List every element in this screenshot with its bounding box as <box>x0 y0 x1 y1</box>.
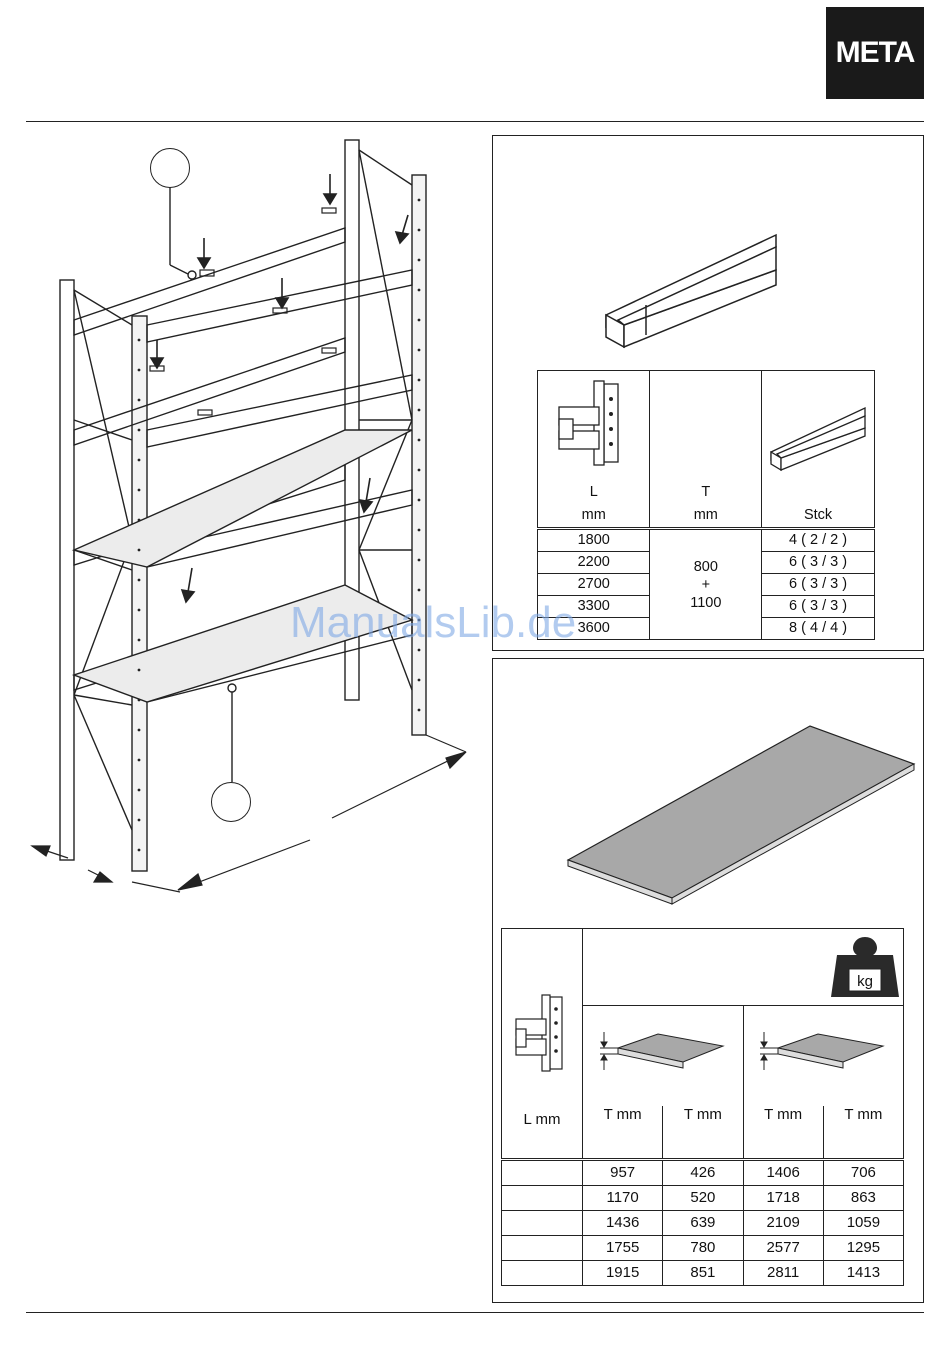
value-cell: 1170 <box>583 1186 663 1211</box>
length-cell <box>502 1236 583 1261</box>
header-quantity: Stck <box>762 371 875 529</box>
depth-cell: 800 + 1100 <box>650 529 762 640</box>
header-cell: T mm <box>583 1106 663 1160</box>
header-cell: T mm <box>743 1106 823 1160</box>
value-cell: 1406 <box>743 1160 823 1186</box>
header-length-unit: mm <box>538 504 649 527</box>
length-header-label: L mm <box>502 1111 582 1158</box>
header-length-label: L <box>538 481 649 504</box>
beam-illustration <box>596 225 786 355</box>
quantity-cell: 6 ( 3 / 3 ) <box>762 596 875 618</box>
value-cell: 1718 <box>743 1186 823 1211</box>
chipboard-illustration <box>560 720 920 910</box>
value-cell: 1295 <box>823 1236 903 1261</box>
beam-quantity-table: L mm T mm Stck 1800 800 + 1100 4 <box>537 370 875 640</box>
footer-rule <box>26 1312 924 1313</box>
weight-icon: kg <box>829 931 901 1003</box>
table-row: 1915 851 2811 1413 <box>502 1261 904 1286</box>
length-cell <box>502 1261 583 1286</box>
value-cell: 957 <box>583 1160 663 1186</box>
front-left-upright <box>60 280 74 860</box>
table-row: 957 426 1406 706 <box>502 1160 904 1186</box>
upright-beam-icon <box>554 379 634 467</box>
shelf-thickness-icon-a <box>598 1024 728 1084</box>
value-cell: 2577 <box>743 1236 823 1261</box>
length-cell: 2200 <box>538 552 650 574</box>
header-depth: T mm <box>650 371 762 529</box>
table-row: 1170 520 1718 863 <box>502 1186 904 1211</box>
header-cell: T mm <box>663 1106 743 1160</box>
value-cell: 1755 <box>583 1236 663 1261</box>
shelf-panel-upper <box>74 430 412 567</box>
length-cell <box>502 1211 583 1236</box>
value-cell: 2811 <box>743 1261 823 1286</box>
header-length: L mm <box>538 371 650 529</box>
value-cell: 520 <box>663 1186 743 1211</box>
value-cell: 851 <box>663 1261 743 1286</box>
value-cell: 1436 <box>583 1211 663 1236</box>
depth-value-b: 1100 <box>650 594 761 612</box>
shelf-thickness-icon-b <box>758 1024 888 1084</box>
header-cell: T mm <box>823 1106 903 1160</box>
table-row: 1436 639 2109 1059 <box>502 1211 904 1236</box>
value-cell: 2109 <box>743 1211 823 1236</box>
load-capacity-table: L mm kg T mm T mm T <box>501 928 904 1286</box>
table-row: 1755 780 2577 1295 <box>502 1236 904 1261</box>
value-cell: 863 <box>823 1186 903 1211</box>
load-config-b <box>743 1006 904 1107</box>
beam-small-icon <box>767 404 869 474</box>
length-cell <box>502 1186 583 1211</box>
value-cell: 780 <box>663 1236 743 1261</box>
weight-icon-label: kg <box>857 973 873 990</box>
length-cell <box>502 1160 583 1186</box>
header-depth-unit: mm <box>650 504 761 527</box>
length-header-cell: L mm <box>502 929 583 1160</box>
watermark: ManualsLib.de <box>290 598 576 648</box>
value-cell: 1915 <box>583 1261 663 1286</box>
upright-beam-icon <box>512 993 572 1073</box>
callout-circle-top <box>150 148 190 188</box>
quantity-cell: 6 ( 3 / 3 ) <box>762 552 875 574</box>
weight-header-cell: kg <box>583 929 904 1006</box>
length-cell: 2700 <box>538 574 650 596</box>
value-cell: 706 <box>823 1160 903 1186</box>
value-cell: 426 <box>663 1160 743 1186</box>
header-rule <box>26 121 924 122</box>
value-cell: 1413 <box>823 1261 903 1286</box>
depth-value-a: 800 <box>650 558 761 576</box>
callout-circle-bottom <box>211 782 251 822</box>
depth-plus: + <box>650 576 761 594</box>
load-config-a <box>583 1006 744 1107</box>
value-cell: 639 <box>663 1211 743 1236</box>
logo-text: META <box>836 36 915 70</box>
quantity-cell: 8 ( 4 / 4 ) <box>762 618 875 640</box>
value-cell: 1059 <box>823 1211 903 1236</box>
meta-logo: META <box>826 7 924 99</box>
header-quantity-label: Stck <box>762 504 874 527</box>
quantity-cell: 4 ( 2 / 2 ) <box>762 529 875 552</box>
header-depth-label: T <box>650 481 761 504</box>
length-cell: 1800 <box>538 529 650 552</box>
table-row: 1800 800 + 1100 4 ( 2 / 2 ) <box>538 529 875 552</box>
quantity-cell: 6 ( 3 / 3 ) <box>762 574 875 596</box>
shelving-unit-illustration <box>20 130 490 900</box>
